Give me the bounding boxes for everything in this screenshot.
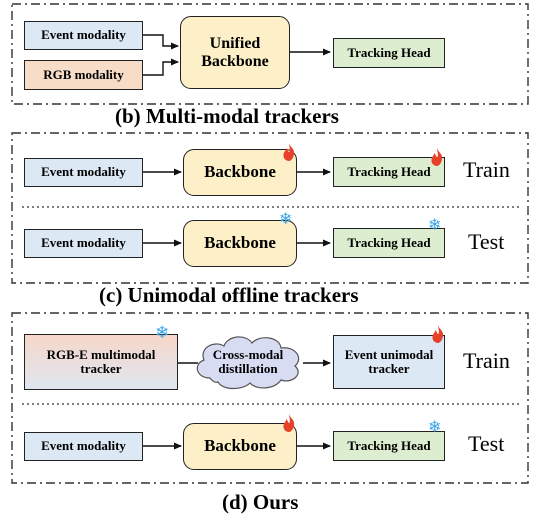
- rgbe-multimodal-tracker-box: RGB-E multimodal tracker: [24, 334, 178, 390]
- c-train-phase: Train: [463, 157, 510, 182]
- caption-b: (b) Multi-modal trackers: [115, 104, 339, 128]
- unified-backbone-box: Unified Backbone: [180, 16, 290, 89]
- cross-modal-distillation-label: Cross-modal distillation: [212, 346, 284, 376]
- fire-icon: [430, 148, 444, 168]
- rgb-modality-box: RGB modality: [24, 60, 143, 90]
- snowflake-icon: ❄: [428, 419, 442, 436]
- fire-icon: [282, 143, 296, 163]
- c-test-head-box: Tracking Head: [333, 228, 445, 258]
- panel-d-frame: [11, 312, 529, 484]
- c-train-event-box: Event modality: [24, 158, 143, 187]
- c-test-phase: Test: [468, 229, 505, 254]
- fire-icon: [282, 414, 296, 434]
- tracking-head-box: Tracking Head: [333, 38, 445, 68]
- c-test-backbone-box: Backbone: [183, 220, 297, 267]
- snowflake-icon: ❄: [279, 211, 293, 228]
- fire-icon: [431, 325, 445, 345]
- d-test-head-box: Tracking Head: [333, 431, 445, 461]
- caption-d: (d) Ours: [222, 490, 299, 514]
- c-test-event-box: Event modality: [24, 229, 143, 258]
- event-modality-box: Event modality: [24, 21, 143, 50]
- snowflake-icon: ❄: [155, 323, 170, 342]
- c-train-head-box: Tracking Head: [333, 157, 445, 187]
- caption-c: (c) Unimodal offline trackers: [99, 283, 359, 307]
- snowflake-icon: ❄: [428, 217, 442, 234]
- panel-b-frame: [11, 3, 529, 105]
- d-test-backbone-box: Backbone: [183, 423, 297, 470]
- arrow-rgb-to-backbone: [143, 58, 179, 76]
- cloud-shape: [196, 336, 300, 390]
- d-test-phase: Test: [468, 431, 505, 456]
- d-train-phase: Train: [463, 348, 510, 373]
- panel-c-frame: [11, 132, 529, 284]
- arrow-event-to-backbone: [143, 34, 179, 50]
- event-unimodal-tracker-box: Event unimodal tracker: [333, 335, 445, 389]
- d-test-event-box: Event modality: [24, 432, 143, 461]
- c-train-backbone-box: Backbone: [183, 149, 297, 196]
